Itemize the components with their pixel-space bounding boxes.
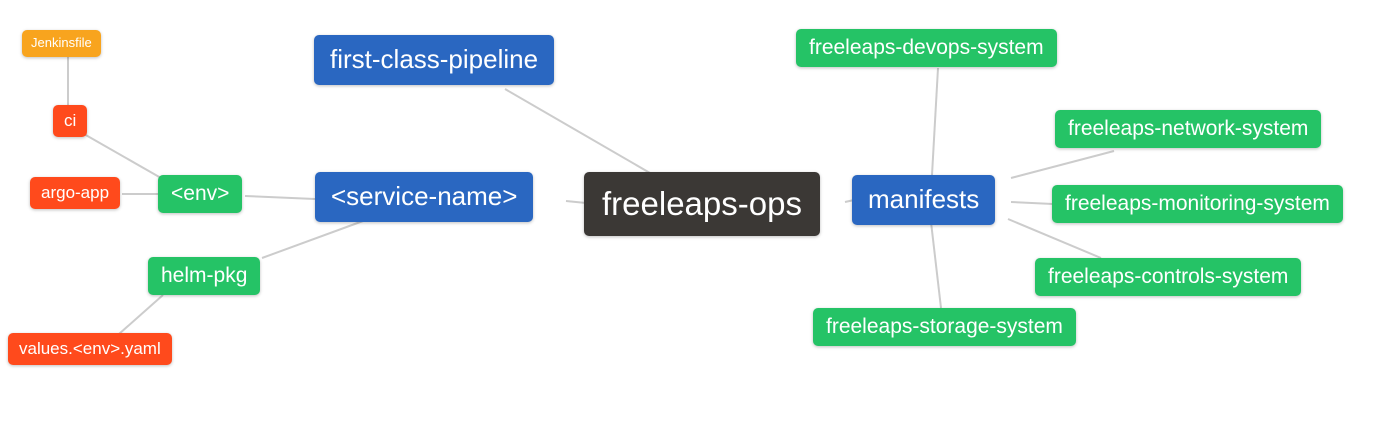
edge-helm-pkg-service-name (261, 220, 364, 259)
edge-ci-env (83, 133, 162, 179)
node-devops-system[interactable]: freeleaps-devops-system (796, 29, 1057, 68)
edge-first-class-pipeline-root (504, 88, 651, 174)
edge-env-service-name (244, 195, 316, 200)
node-manifests[interactable]: manifests (852, 175, 996, 225)
edge-manifests-devops (931, 67, 939, 176)
node-freeleaps-ops-root[interactable]: freeleaps-ops (584, 172, 820, 236)
edge-manifests-storage (930, 221, 942, 309)
node-argo-app[interactable]: argo-app (30, 177, 121, 209)
node-ci[interactable]: ci (53, 105, 88, 137)
node-jenkinsfile[interactable]: Jenkinsfile (22, 30, 101, 57)
node-controls-system[interactable]: freeleaps-controls-system (1035, 258, 1302, 297)
edge-manifests-controls (1007, 218, 1102, 259)
node-service-name[interactable]: <service-name> (315, 172, 534, 222)
edge-service-name-root (565, 200, 587, 204)
node-first-class-pipeline[interactable]: first-class-pipeline (314, 35, 555, 85)
edge-manifests-network (1010, 150, 1115, 179)
node-monitoring-system[interactable]: freeleaps-monitoring-system (1052, 185, 1343, 224)
edge-helm-pkg-values (118, 294, 164, 335)
node-values-env-yaml[interactable]: values.<env>.yaml (8, 333, 172, 365)
node-helm-pkg[interactable]: helm-pkg (148, 257, 261, 296)
node-network-system[interactable]: freeleaps-network-system (1055, 110, 1322, 149)
node-env[interactable]: <env> (158, 175, 243, 214)
edge-manifests-monitoring (1010, 201, 1054, 205)
node-storage-system[interactable]: freeleaps-storage-system (813, 308, 1076, 347)
